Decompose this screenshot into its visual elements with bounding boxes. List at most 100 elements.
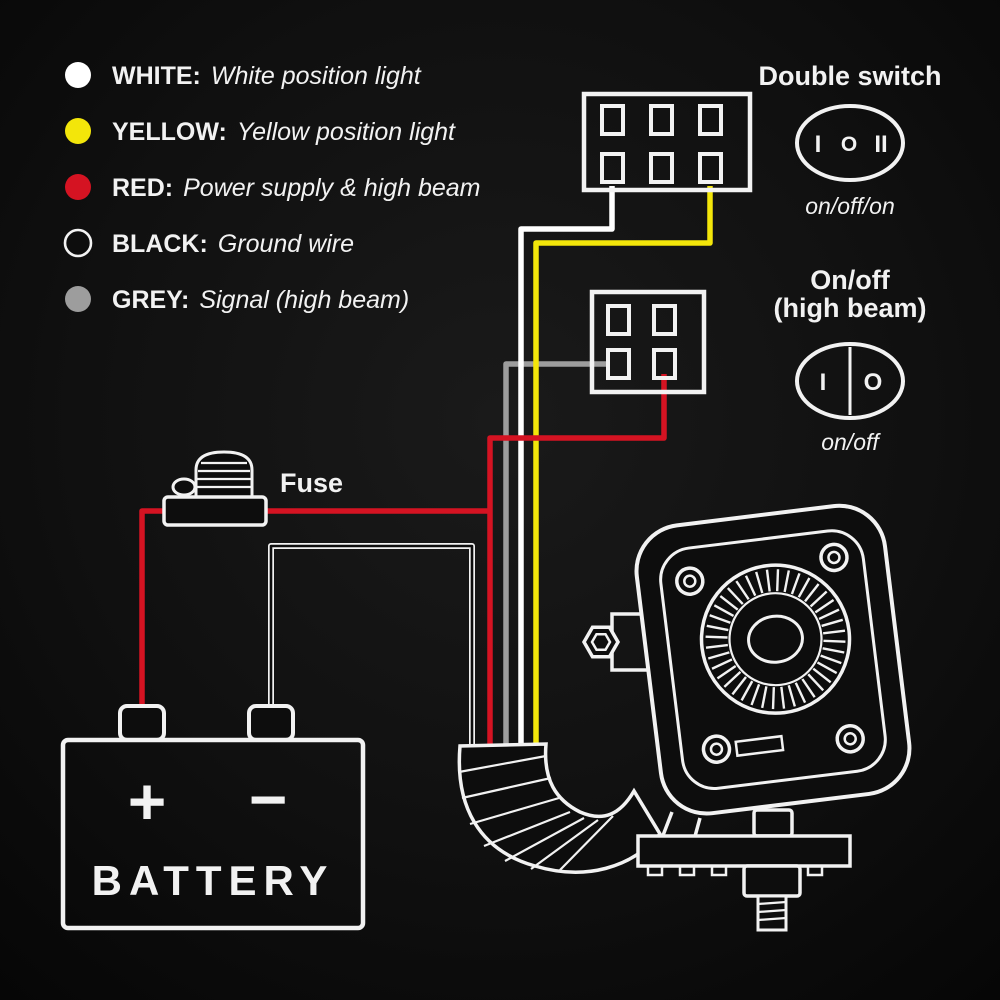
- connector-pin: [652, 348, 677, 380]
- lens-ray: [822, 647, 845, 654]
- lens-ray: [744, 575, 757, 597]
- rail-tooth: [710, 864, 728, 877]
- lens-ray: [719, 595, 739, 611]
- lens-ray: [771, 687, 776, 710]
- lens-ray: [820, 654, 842, 665]
- tube-ridge: [458, 754, 547, 774]
- led-light-unit: [634, 503, 912, 816]
- screw-center: [709, 742, 724, 756]
- screw-icon: [701, 734, 732, 764]
- legend-dot-yellow: [65, 118, 91, 144]
- double-switch-pos-on1: I: [815, 131, 822, 158]
- rail-tooth: [806, 864, 824, 877]
- connector-6pin-body: [581, 91, 753, 193]
- connector-pin: [649, 104, 674, 136]
- connector-pin: [606, 348, 631, 380]
- lens-ray: [783, 570, 791, 593]
- lens-ray: [709, 614, 731, 624]
- lens-starburst: [705, 569, 846, 710]
- double-switch: Double switch I O II on/off/on: [758, 61, 941, 219]
- battery-label: BATTERY: [92, 857, 335, 904]
- legend-item-white: WHITE:White position light: [112, 62, 422, 90]
- light-housing: [634, 503, 912, 816]
- screw-icon: [835, 724, 865, 754]
- lens-ray: [818, 608, 840, 621]
- lens-ray: [755, 571, 764, 594]
- bolt-shaft: [756, 894, 788, 932]
- legend-item-red: RED:Power supply & high beam: [112, 174, 481, 202]
- double-switch-mode: on/off/on: [805, 193, 895, 219]
- legend-dot-black: [63, 228, 93, 258]
- lens-ray: [765, 569, 771, 592]
- lens-ray: [821, 618, 844, 628]
- tube-body: [457, 742, 663, 874]
- lens-ray: [801, 678, 816, 698]
- lens-reflector-ring: [728, 592, 823, 687]
- lens-ray: [812, 667, 832, 684]
- legend-dot-grey: [65, 286, 91, 312]
- led-chip: [747, 614, 804, 664]
- battery-body: [60, 737, 366, 931]
- tube-ridge: [483, 810, 571, 848]
- battery-terminal-negative: [247, 704, 295, 742]
- housing-screws: [675, 542, 865, 764]
- legend-item-yellow: YELLOW:Yellow position light: [112, 118, 456, 146]
- bolt-thread: [757, 900, 787, 906]
- screw-icon: [675, 566, 705, 596]
- bolt-head: [742, 864, 802, 898]
- white-wire: [518, 186, 615, 768]
- fuse-clip: [171, 477, 197, 497]
- connector-4pin-body: [589, 289, 707, 395]
- wires: [139, 186, 713, 768]
- black-wire-outline: [268, 543, 475, 768]
- tube-ridge: [461, 776, 552, 800]
- double-switch-rocker: [795, 104, 905, 182]
- lens-ray: [823, 639, 846, 643]
- connector-pin: [600, 104, 625, 136]
- screw-icon: [819, 542, 849, 573]
- lens-ray: [750, 683, 761, 706]
- lens-ray: [797, 577, 811, 598]
- corrugated-tube: [457, 742, 663, 874]
- fuse: Fuse: [162, 450, 343, 527]
- lens-ray: [731, 676, 747, 696]
- lens-ray: [761, 686, 768, 709]
- lens-ray: [780, 686, 786, 709]
- tube-ridge: [504, 817, 585, 862]
- lens-ray: [707, 651, 730, 660]
- battery: + − BATTERY: [60, 704, 366, 931]
- fuse-label: Fuse: [280, 468, 343, 498]
- lens-ray: [816, 661, 838, 675]
- lens-ray: [807, 673, 825, 692]
- connector-pin: [698, 152, 723, 184]
- legend-dot-white: [65, 62, 91, 88]
- high-beam-off-icon: O: [864, 369, 883, 396]
- bolt-thread: [757, 916, 787, 922]
- double-switch-pos-on2: II: [874, 131, 887, 158]
- lens-ray: [735, 580, 750, 601]
- legend-dot-red: [65, 174, 91, 200]
- bolt-thread: [757, 908, 787, 914]
- lens-ray: [705, 643, 729, 649]
- fuse-holder-body: [162, 495, 268, 527]
- hex-bolt-icon: [581, 625, 621, 659]
- lens-ray: [705, 635, 728, 639]
- bracket-top-nut: [752, 808, 794, 838]
- bracket-rail: [636, 834, 852, 868]
- high-beam-switch: On/off (high beam) I O on/off: [774, 265, 927, 455]
- lens-ray: [775, 569, 780, 592]
- lens-ray: [822, 629, 846, 635]
- legend-item-grey: GREY:Signal (high beam): [112, 286, 409, 314]
- light-side-bolt: [581, 612, 652, 672]
- double-switch-title: Double switch: [758, 61, 941, 91]
- housing-vent: [734, 734, 785, 758]
- red-wire: [139, 374, 667, 768]
- legend: WHITE:White position light YELLOW:Yellow…: [63, 62, 481, 314]
- high-beam-switch-rocker: [795, 342, 905, 420]
- grey-wire: [503, 361, 606, 768]
- lens-ray: [726, 587, 744, 605]
- connector-6pin: [581, 91, 753, 193]
- lens-ray: [716, 665, 737, 680]
